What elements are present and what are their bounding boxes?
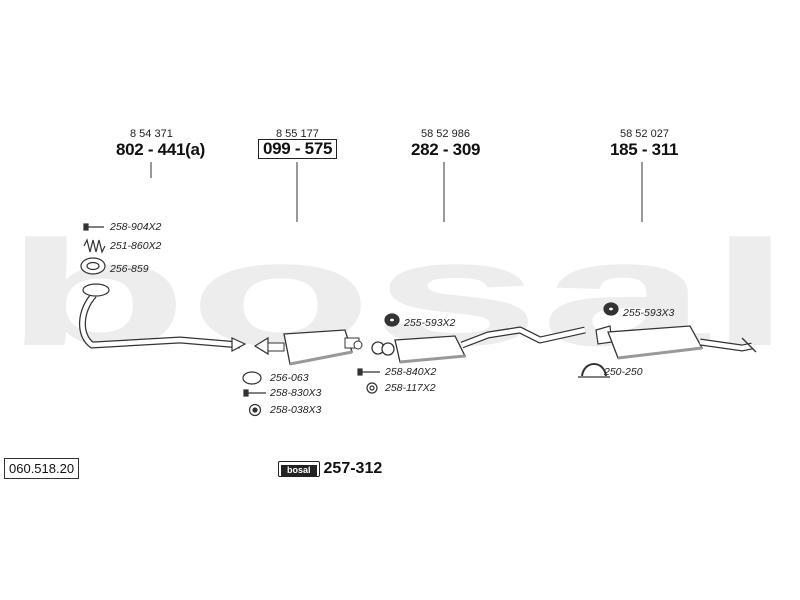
part-code-label: 250-250 xyxy=(604,366,643,378)
part-code-label: 258-840X2 xyxy=(385,366,437,378)
intermediate-silencer xyxy=(371,326,586,364)
part-code-label: 255-593X3 xyxy=(623,307,675,319)
part-number-middle-silencer: 099 - 575 xyxy=(258,139,338,159)
oe-number: 8 55 177 xyxy=(276,128,319,140)
part-code-label: 256-063 xyxy=(270,372,309,384)
bosal-badge-icon: bosal xyxy=(278,461,320,477)
fitting-kit-number: 257-312 xyxy=(323,460,383,477)
part-code-label: 258-830X3 xyxy=(270,387,322,399)
bosal-badge-text: bosal xyxy=(281,465,317,476)
part-number-rear-silencer: 185 - 311 xyxy=(610,140,679,159)
part-code-label: 251-860X2 xyxy=(110,240,162,252)
washer-icon xyxy=(366,382,378,394)
rubber-mount-icon xyxy=(603,302,619,316)
part-code-label: 255-593X2 xyxy=(404,317,456,329)
clamp-icon xyxy=(578,363,610,378)
middle-silencer xyxy=(253,329,363,366)
bolt-icon xyxy=(357,368,380,376)
part-code-label: 256-859 xyxy=(110,263,149,275)
bolt-icon xyxy=(243,389,266,397)
catalog-number: 060.518.20 xyxy=(4,458,80,479)
fitting-kit: bosal 257-312 xyxy=(278,460,382,478)
gasket-icon xyxy=(242,371,262,385)
spring-icon xyxy=(83,238,106,254)
rubber-mount-icon xyxy=(384,313,400,327)
part-number-intermediate-silencer: 282 - 309 xyxy=(411,140,481,159)
part-number-front-pipe: 802 - 441(a) xyxy=(116,140,206,159)
bolt-icon xyxy=(83,223,104,231)
front-pipe xyxy=(79,283,247,353)
gasket-ring-icon xyxy=(80,257,106,275)
nut-icon xyxy=(248,403,262,417)
part-code-label: 258-117X2 xyxy=(385,382,436,394)
part-code-label: 258-904X2 xyxy=(110,221,162,233)
rear-silencer xyxy=(595,325,757,360)
oe-number: 58 52 027 xyxy=(620,128,669,140)
oe-number: 8 54 371 xyxy=(130,128,173,140)
oe-number: 58 52 986 xyxy=(421,128,470,140)
part-code-label: 258-038X3 xyxy=(270,404,322,416)
